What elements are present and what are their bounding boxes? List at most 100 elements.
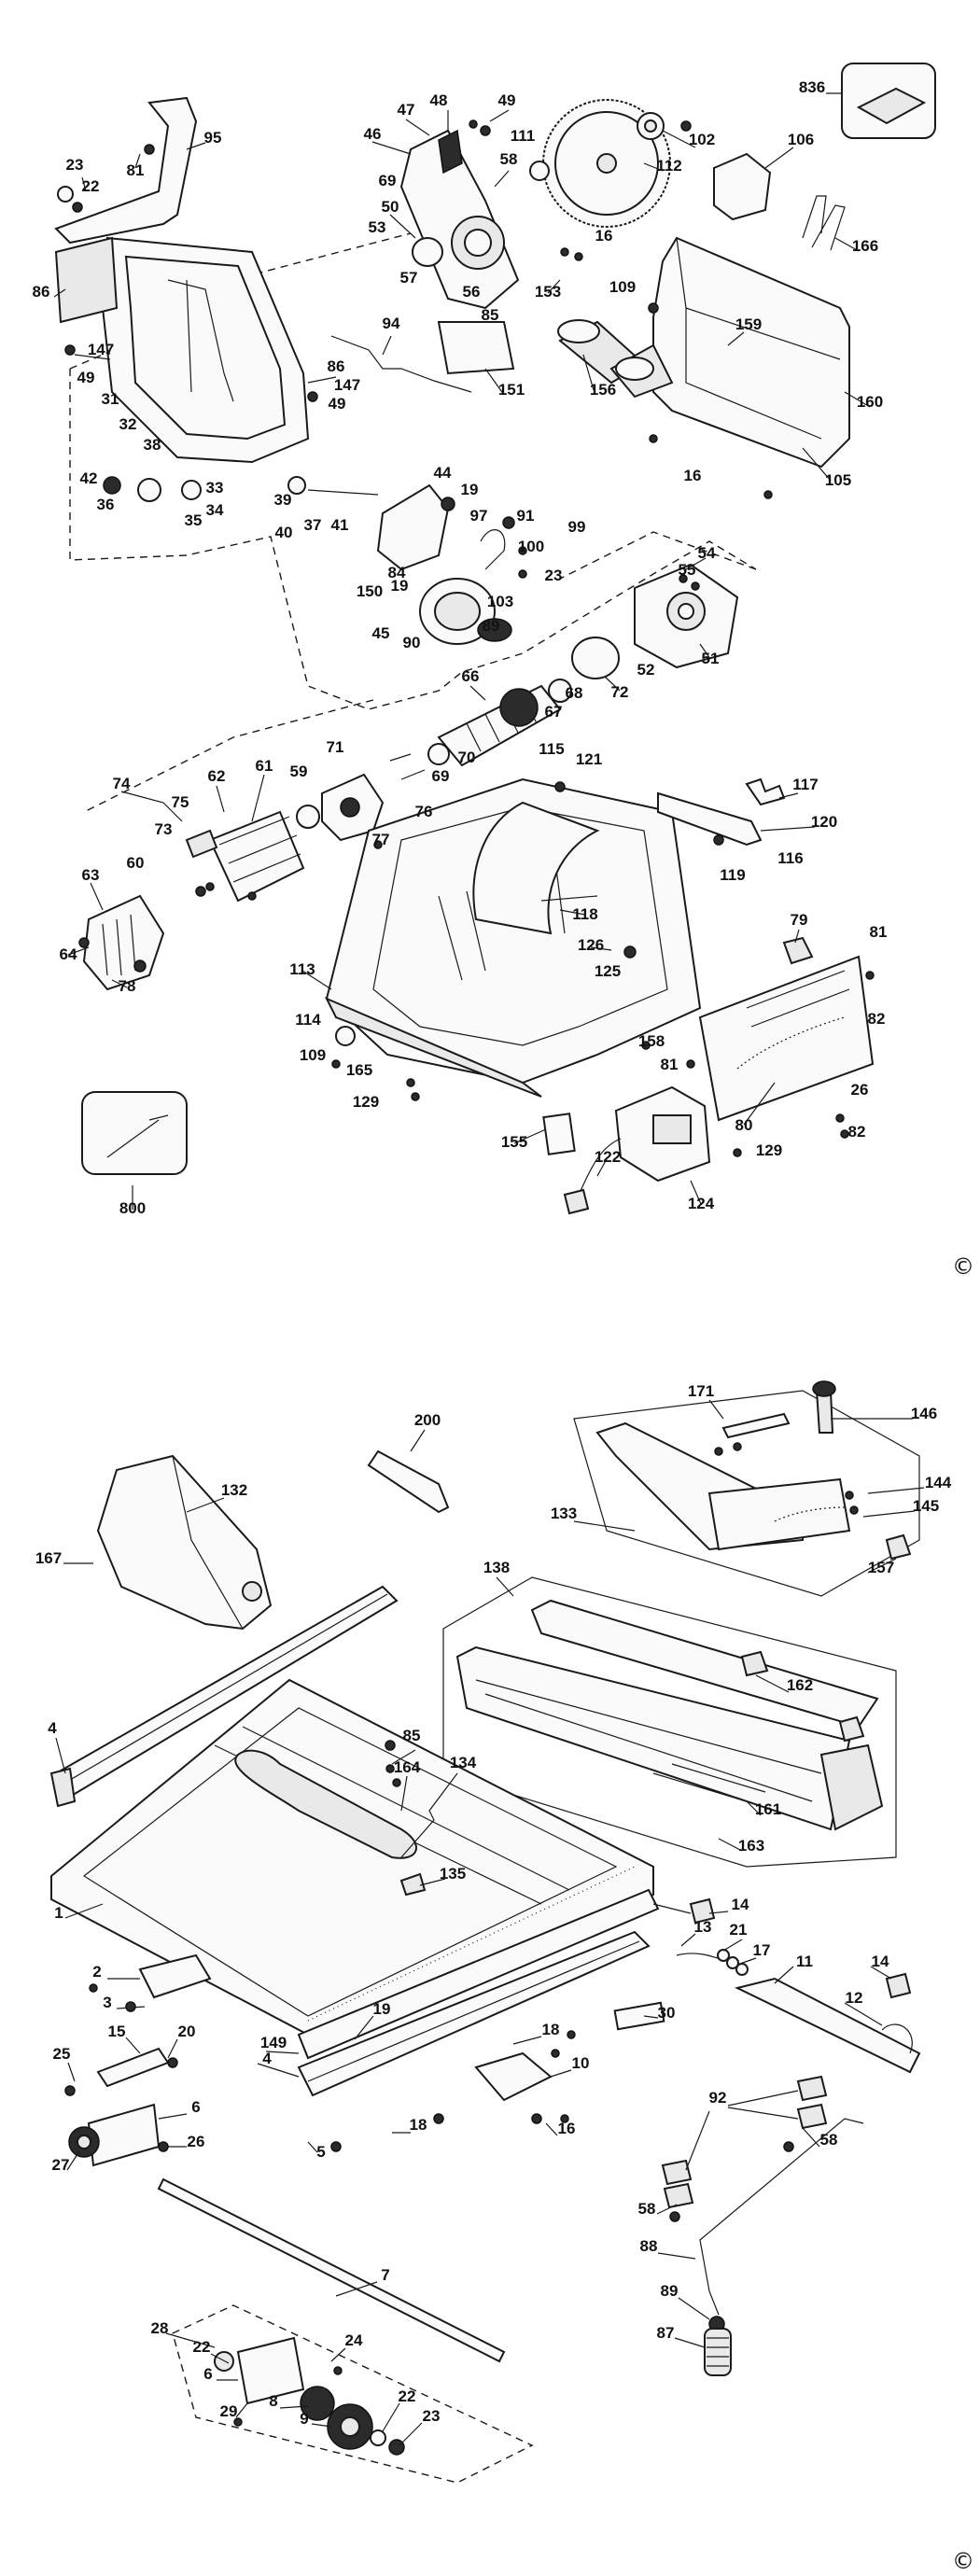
part-label-p34: 34 [206,501,224,519]
part-label-p70: 70 [458,749,476,766]
part-label-p84: 84 [388,564,406,581]
part-label-p103: 103 [487,593,513,610]
part-label-p82b: 82 [848,1123,866,1141]
part-label-b19: 19 [373,2000,391,2018]
part-66-armature [427,679,572,767]
part-label-p57: 57 [400,269,418,287]
part-120-wrench [657,791,763,847]
part-label-p836: 836 [799,78,825,96]
part-7-shaft [157,2177,506,2363]
part-80-miter-scale-plate [698,955,875,1122]
part-105-dust-housing [557,236,850,469]
lower-leader-lines [55,1399,925,2446]
part-label-b14b: 14 [872,1953,889,1970]
part-label-p16a: 16 [595,227,613,245]
part-label-p166: 166 [852,237,878,255]
part-label-b88: 88 [640,2237,658,2255]
part-117-wing-nut [745,777,786,806]
part-label-p117: 117 [792,776,818,793]
lower-assembly [49,1380,925,2484]
part-label-p67: 67 [545,703,563,721]
part-label-b26b: 26 [188,2133,205,2150]
part-label-p16b: 16 [684,467,702,484]
part-124-switch-box [563,1085,711,1215]
part-4-front-rail [49,1585,399,1808]
part-103-gear-wheel [419,578,512,645]
part-label-p119: 119 [720,866,745,884]
part-166-spring-clip [802,195,846,251]
part-113-stand-base [324,777,702,1098]
part-label-p156: 156 [590,381,616,399]
part-label-b21: 21 [730,1921,748,1939]
part-label-b22b: 22 [399,2387,416,2405]
part-label-b18a: 18 [542,2021,560,2038]
part-label-b157: 157 [868,1559,894,1576]
part-label-p112: 112 [656,157,681,175]
part-label-b15: 15 [108,2023,126,2040]
part-label-p79: 79 [791,911,808,929]
part-label-b9: 9 [300,2410,308,2428]
part-836-inset [841,63,936,139]
part-31-base-frame [54,236,310,464]
part-label-p91: 91 [517,507,535,525]
part-71-brush-holder [321,773,385,842]
part-label-b11: 11 [796,1953,813,1970]
part-label-b92: 92 [709,2089,727,2107]
part-label-p85a: 85 [482,306,499,324]
part-63-motor-end-cap [82,894,165,991]
part-label-p55: 55 [679,561,696,579]
part-label-p41: 41 [331,516,349,534]
lower-motor-dashed-outline [83,531,757,813]
part-30-label [613,2001,665,2031]
part-label-b22: 22 [193,2338,211,2356]
part-8-trunnion-block [214,2336,405,2456]
part-label-p95: 95 [204,129,222,147]
part-label-p86a: 86 [33,283,50,301]
part-label-p124: 124 [688,1195,715,1212]
part-label-b134: 134 [450,1754,477,1771]
part-label-p165: 165 [346,1061,372,1079]
part-label-p99: 99 [568,518,586,536]
part-label-p160: 160 [857,393,883,411]
part-label-b27: 27 [52,2156,70,2174]
part-label-b167: 167 [35,1549,62,1567]
part-73-brush [185,829,218,859]
part-label-b23: 23 [423,2407,441,2425]
part-label-p62: 62 [208,767,226,785]
part-11-extension-tube [652,1897,921,2074]
part-label-p23a: 23 [66,156,84,174]
part-label-p49c: 49 [498,91,516,109]
part-label-p39: 39 [274,491,292,509]
part-label-b85: 85 [403,1727,421,1744]
part-8-sub-assembly-outline [172,2304,534,2484]
part-label-b7: 7 [381,2266,389,2284]
part-label-p89a: 89 [483,617,500,635]
part-label-p94: 94 [383,315,400,332]
part-label-p147b: 147 [334,376,360,394]
part-label-p33: 33 [206,479,224,497]
part-label-b10: 10 [572,2054,590,2072]
part-label-p49b: 49 [329,395,346,413]
part-88-crank-handle [699,2118,864,2376]
part-label-p129b: 129 [756,1141,782,1159]
part-133-enclosure-outline [573,1390,920,1597]
part-label-p44: 44 [434,464,452,482]
part-label-b89: 89 [661,2282,679,2300]
part-label-b5: 5 [316,2143,325,2161]
part-label-p150: 150 [357,582,383,600]
part-label-b58a: 58 [820,2131,838,2149]
part-label-p40: 40 [275,524,293,541]
part-label-b14a: 14 [732,1896,749,1913]
part-label-p64: 64 [60,945,77,963]
part-label-b20: 20 [178,2023,196,2040]
part-label-b8: 8 [269,2392,277,2410]
part-label-p37: 37 [304,516,322,534]
part-label-p71: 71 [327,738,344,756]
part-label-b87: 87 [657,2324,675,2342]
part-label-p76: 76 [415,803,433,820]
part-label-p26a: 26 [851,1081,869,1099]
part-label-p32: 32 [119,415,137,433]
part-200-wrench [367,1449,450,1514]
